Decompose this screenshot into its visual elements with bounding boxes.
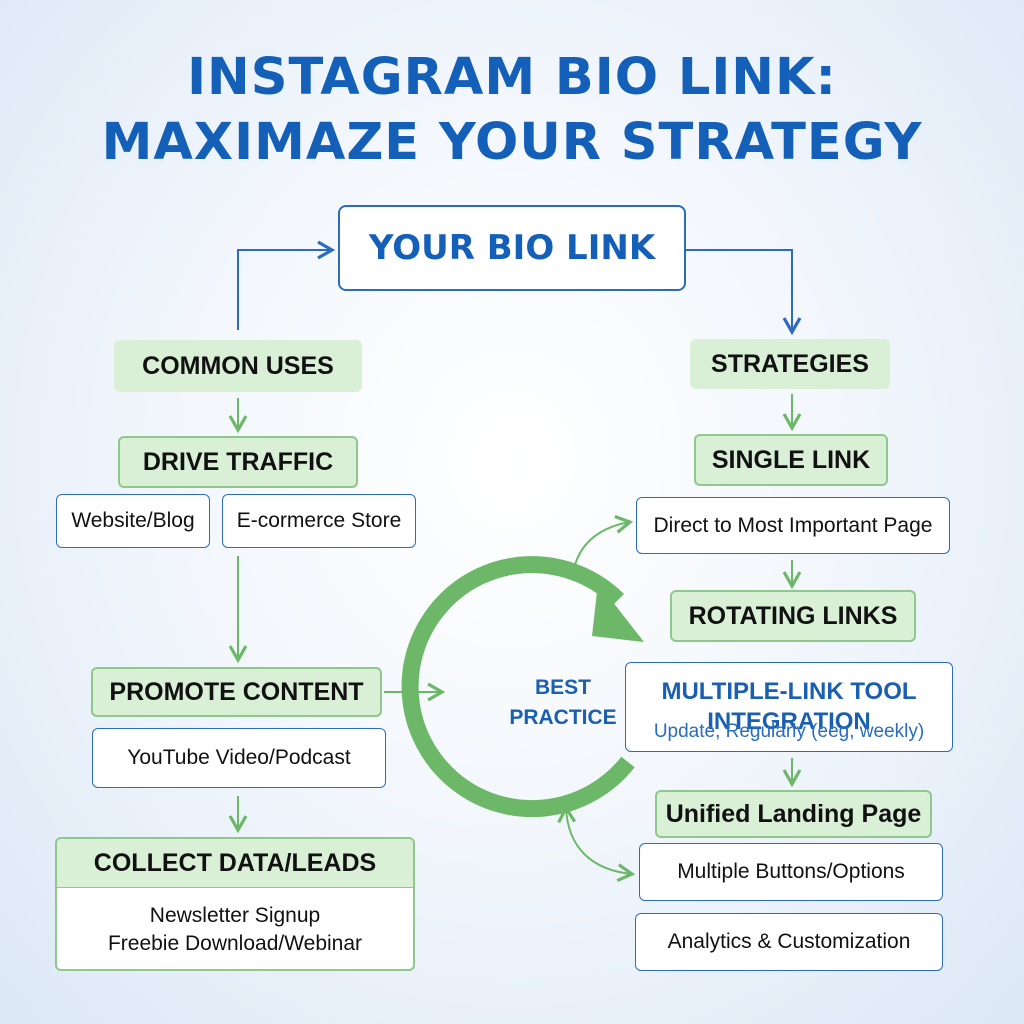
- best-practice-label-1: BEST: [534, 676, 591, 699]
- common-uses-header: COMMON USES: [114, 340, 362, 392]
- multiple-link-tool-title: MULTIPLE-LINK TOOL INTEGRATION: [661, 678, 917, 735]
- strategies-header: STRATEGIES: [690, 339, 890, 389]
- promote-content-node: PROMOTE CONTENT: [91, 667, 382, 717]
- direct-important-page-node: Direct to Most Important Page: [636, 497, 950, 554]
- website-blog-node: Website/Blog: [56, 494, 210, 548]
- freebie-download-item: Freebie Download/Webinar: [107, 932, 363, 955]
- bio-link-node: YOUR BIO LINK: [338, 205, 686, 291]
- arrow-to-bio-link: [237, 240, 336, 330]
- ecommerce-store-node: E-cormerce Store: [222, 494, 416, 548]
- best-practice-label-2: PRACTICE: [509, 706, 617, 729]
- collect-data-card: COLLECT DATA/LEADS Newsletter Signup Fre…: [55, 837, 415, 971]
- best-practice-cycle-icon: [401, 556, 644, 818]
- newsletter-signup-item: Newsletter Signup: [149, 904, 321, 927]
- arrow-to-strategies: [686, 249, 802, 336]
- youtube-podcast-node: YouTube Video/Podcast: [92, 728, 386, 788]
- title-line-1: INSTAGRAM BIO LINK:: [187, 48, 837, 107]
- drive-traffic-node: DRIVE TRAFFIC: [118, 436, 358, 488]
- analytics-customization-node: Analytics & Customization: [635, 913, 943, 971]
- title-line-2: MAXIMAZE YOUR STRATEGY: [101, 113, 923, 172]
- single-link-node: SINGLE LINK: [694, 434, 888, 486]
- curve-arrow-to-buttons: [557, 804, 636, 883]
- collect-data-header: COLLECT DATA/LEADS: [57, 839, 413, 888]
- update-regularly-text: Update, Regularly (eeg, weekly): [653, 721, 925, 742]
- rotating-links-node: ROTATING LINKS: [670, 590, 916, 642]
- multiple-buttons-node: Multiple Buttons/Options: [639, 843, 943, 901]
- multiple-link-tool-node: MULTIPLE-LINK TOOL INTEGRATION Update, R…: [625, 662, 953, 752]
- unified-landing-page-node: Unified Landing Page: [655, 790, 932, 838]
